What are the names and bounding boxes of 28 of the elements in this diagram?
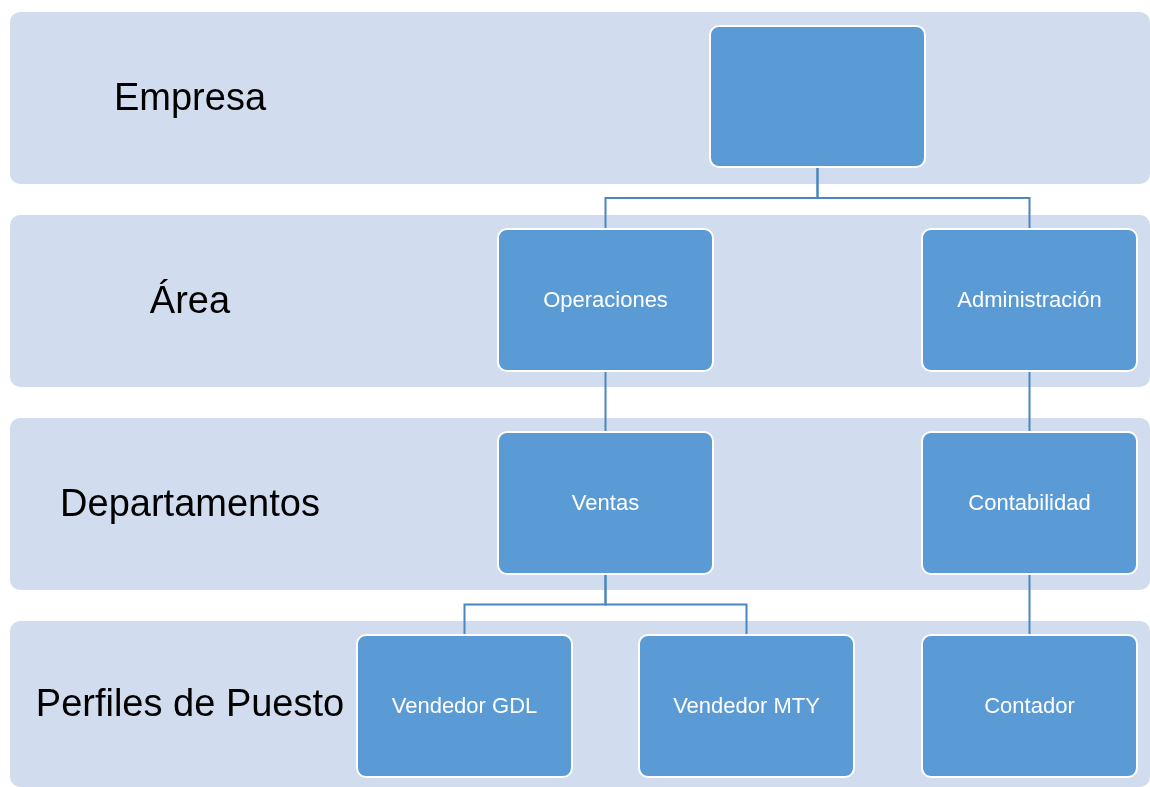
org-box (921, 634, 1138, 778)
box-label: Administración (957, 286, 1102, 315)
box-label: Ventas (571, 489, 640, 518)
level-label: Empresa (112, 75, 268, 121)
connector-line (816, 167, 1031, 229)
org-box (709, 25, 926, 168)
org-box (921, 431, 1138, 575)
box-label: Vendedor MTY (673, 692, 820, 721)
box-label: Operaciones (543, 286, 668, 315)
org-box (497, 228, 714, 372)
org-box (497, 431, 714, 575)
connector-line (1028, 371, 1031, 432)
connector-line (604, 371, 607, 432)
box-label: Contabilidad (968, 489, 1091, 518)
level-band (10, 12, 1150, 184)
box-label: Vendedor GDL (391, 692, 538, 721)
org-box (638, 634, 855, 778)
connector-line (604, 574, 748, 635)
org-box (921, 228, 1138, 372)
org-box (356, 634, 573, 778)
level-band (10, 215, 1150, 387)
level-band (10, 418, 1150, 590)
box-label: Contador (984, 692, 1075, 721)
connector-line (1028, 574, 1031, 635)
level-band (10, 621, 1150, 787)
level-label: Perfiles de Puesto (34, 681, 346, 727)
level-label: Área (148, 278, 232, 324)
level-label: Departamentos (59, 481, 321, 527)
